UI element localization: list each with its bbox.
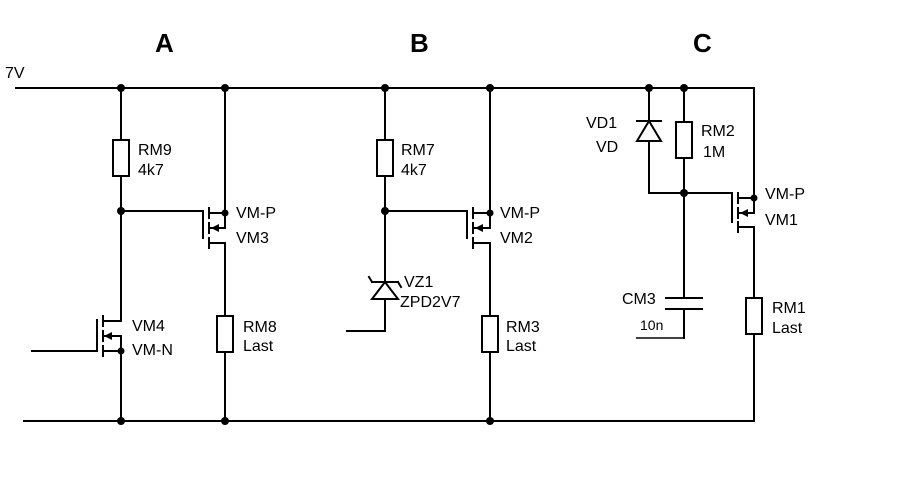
resistor-rm1 [745, 297, 763, 335]
vm4-name: VM4 [132, 318, 165, 335]
junction-dot [486, 84, 494, 92]
cm3-name: CM3 [622, 291, 656, 308]
vm2-type: VM-P [500, 205, 540, 222]
junction-dot [486, 417, 494, 425]
cm3-value: 10n [640, 317, 663, 333]
vd1-name: VD1 [586, 115, 617, 132]
rm3-value: Last [506, 338, 537, 355]
mosfet-vm4 [31, 315, 122, 357]
rm1-value: Last [772, 320, 803, 337]
junction-dot [645, 84, 653, 92]
section-label-a: A [155, 28, 174, 58]
vm1-type: VM-P [765, 186, 805, 203]
junction-dot [221, 417, 229, 425]
rm9-value: 4k7 [138, 162, 164, 179]
vz1-name: VZ1 [404, 274, 433, 291]
vm2-name: VM2 [500, 230, 533, 247]
junction-dot [381, 84, 389, 92]
junction-dot [221, 209, 229, 217]
resistor-rm2 [675, 121, 693, 159]
section-label-c: C [693, 28, 712, 58]
vm1-name: VM1 [765, 212, 798, 229]
rm8-value: Last [243, 338, 274, 355]
junction-dot [117, 84, 125, 92]
junction-dot [117, 417, 125, 425]
capacitor-cm3 [665, 297, 703, 310]
rm2-value: 1M [703, 144, 725, 161]
junction-dot [750, 194, 758, 202]
rm9-name: RM9 [138, 142, 172, 159]
resistor-rm9 [112, 139, 130, 177]
junction-dot [680, 84, 688, 92]
section-label-b: B [410, 28, 429, 58]
vz1-type: ZPD2V7 [400, 294, 461, 311]
junction-dot [680, 189, 688, 197]
circuit-a: RM9 4k7 VM-P VM3 RM8 Last [31, 84, 277, 425]
rm7-name: RM7 [401, 142, 435, 159]
circuit-c: VD1 VD RM2 1M VM-P VM1 [586, 84, 806, 422]
circuit-b: RM7 4k7 VM-P VM2 VZ1 ZPD2V7 [346, 84, 540, 425]
vm3-type: VM-P [236, 205, 276, 222]
mosfet-vm2 [466, 207, 491, 249]
junction-dot [381, 207, 389, 215]
resistor-rm8 [216, 315, 234, 353]
junction-dot [117, 347, 125, 355]
junction-dot [117, 207, 125, 215]
vd1-type: VD [596, 139, 618, 156]
rm1-name: RM1 [772, 300, 806, 317]
junction-dot [486, 209, 494, 217]
vm4-type: VM-N [132, 342, 173, 359]
junction-dot [221, 84, 229, 92]
rm3-name: RM3 [506, 319, 540, 336]
resistor-rm7 [376, 139, 394, 177]
rm7-value: 4k7 [401, 162, 427, 179]
rm2-name: RM2 [701, 123, 735, 140]
vm3-name: VM3 [236, 230, 269, 247]
diode-vd1 [635, 119, 663, 142]
supply-voltage-label: 7V [5, 65, 25, 82]
rm8-name: RM8 [243, 319, 277, 336]
resistor-rm3 [481, 315, 499, 353]
